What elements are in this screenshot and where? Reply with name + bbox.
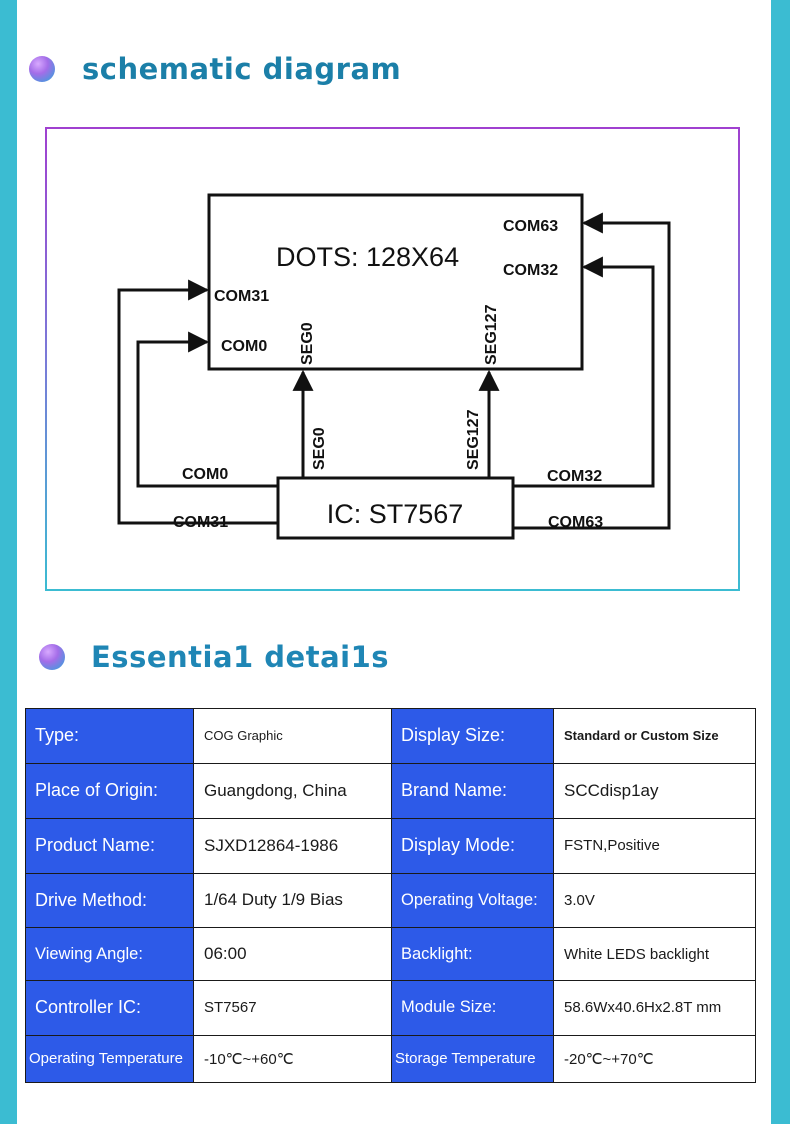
- spec-value: White LEDS backlight: [553, 927, 756, 981]
- spec-value: COG Graphic: [193, 708, 392, 764]
- spec-value: FSTN,Positive: [553, 817, 756, 874]
- spec-value: Guangdong, China: [193, 762, 392, 819]
- spec-label: Type:: [25, 708, 194, 764]
- pin-com32-ic: COM32: [547, 468, 602, 485]
- table-row: Product Name: SJXD12864-1986 Display Mod…: [25, 817, 756, 874]
- pin-com63-lcd: COM63: [503, 218, 558, 235]
- pin-com63-ic: COM63: [548, 514, 603, 531]
- spec-value: ST7567: [193, 979, 392, 1036]
- spec-value: 06:00: [193, 927, 392, 981]
- table-row: Drive Method: 1/64 Duty 1/9 Bias Operati…: [25, 872, 756, 929]
- lcd-label: DOTS: 128X64: [276, 242, 459, 272]
- spec-label: Module Size:: [391, 979, 554, 1036]
- spec-label: Operating Voltage:: [391, 872, 554, 929]
- pin-com0-ic: COM0: [182, 466, 228, 483]
- pin-seg0-lcd: SEG0: [299, 322, 316, 365]
- table-row: Operating Temperature -10℃~+60℃ Storage …: [25, 1034, 756, 1084]
- spec-label: Display Mode:: [391, 817, 554, 874]
- spec-value: Standard or Custom Size: [553, 708, 756, 764]
- spec-value: SJXD12864-1986: [193, 817, 392, 874]
- spec-value: SCCdisp1ay: [553, 762, 756, 819]
- bullet-dot-icon: [29, 56, 55, 82]
- table-row: Controller IC: ST7567 Module Size: 58.6W…: [25, 979, 756, 1036]
- ic-label: IC: ST7567: [327, 499, 464, 529]
- details-title: Essentia1 detai1s: [91, 640, 390, 674]
- spec-label: Backlight:: [391, 927, 554, 981]
- spec-table: Type: COG Graphic Display Size: Standard…: [25, 708, 756, 1084]
- schematic-diagram-frame: DOTS: 128X64 IC: ST7567 COM63 COM32 COM3…: [45, 127, 740, 591]
- spec-label: Brand Name:: [391, 762, 554, 819]
- spec-value: 3.0V: [553, 872, 756, 929]
- table-row: Place of Origin: Guangdong, China Brand …: [25, 762, 756, 819]
- spec-label: Place of Origin:: [25, 762, 194, 819]
- table-row: Type: COG Graphic Display Size: Standard…: [25, 708, 756, 764]
- spec-label: Product Name:: [25, 817, 194, 874]
- spec-label: Drive Method:: [25, 872, 194, 929]
- spec-value: 1/64 Duty 1/9 Bias: [193, 872, 392, 929]
- pin-com31-lcd: COM31: [214, 288, 269, 305]
- pin-seg127-ic: SEG127: [465, 409, 482, 470]
- spec-value: 58.6Wx40.6Hx2.8T mm: [553, 979, 756, 1036]
- spec-value: -20℃~+70℃: [553, 1034, 756, 1084]
- schematic-heading: schematic diagram: [29, 52, 401, 86]
- pin-com32-lcd: COM32: [503, 262, 558, 279]
- pin-seg127-lcd: SEG127: [483, 304, 500, 365]
- pin-com31-ic: COM31: [173, 514, 228, 531]
- pin-seg0-ic: SEG0: [311, 427, 328, 470]
- schematic-title: schematic diagram: [82, 52, 402, 86]
- pin-com0-lcd: COM0: [221, 338, 267, 355]
- details-heading: Essentia1 detai1s: [39, 640, 389, 674]
- spec-label: Display Size:: [391, 708, 554, 764]
- schematic-diagram: DOTS: 128X64 IC: ST7567 COM63 COM32 COM3…: [117, 193, 671, 540]
- spec-label: Viewing Angle:: [25, 927, 194, 981]
- spec-label: Storage Temperature: [391, 1034, 554, 1084]
- left-accent-bar: [0, 0, 17, 1124]
- spec-label: Controller IC:: [25, 979, 194, 1036]
- right-accent-bar: [771, 0, 790, 1124]
- table-row: Viewing Angle: 06:00 Backlight: White LE…: [25, 927, 756, 981]
- bullet-dot-icon: [39, 644, 65, 670]
- ic-box: [276, 476, 515, 540]
- spec-label: Operating Temperature: [25, 1034, 194, 1084]
- spec-value: -10℃~+60℃: [193, 1034, 392, 1084]
